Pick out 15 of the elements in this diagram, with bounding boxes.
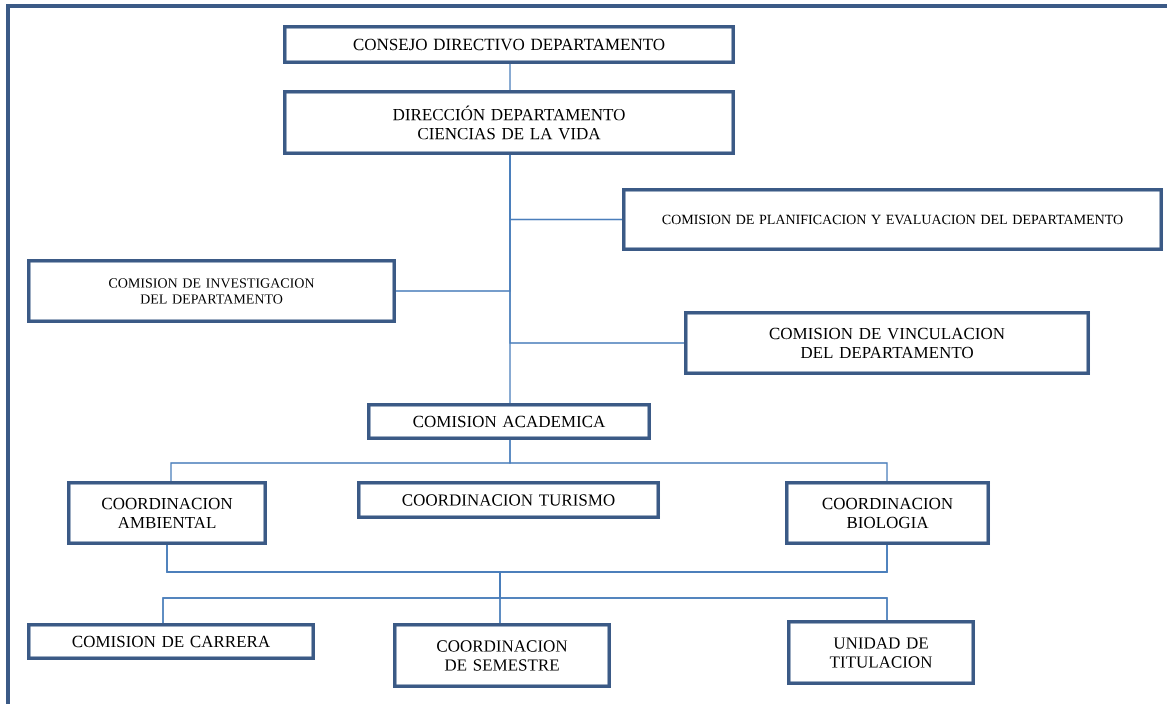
org-box: DIRECCIÓN DEPARTAMENTO CIENCIAS DE LA VIDA (283, 90, 735, 155)
org-box: CONSEJO DIRECTIVO DEPARTAMENTO (283, 25, 735, 64)
org-box: COORDINACION TURISMO (357, 481, 660, 519)
connector-line (509, 63, 511, 91)
org-box: COORDINACION BIOLOGIA (785, 481, 990, 545)
org-box: COMISION DE CARRERA (27, 623, 315, 660)
org-box: COMISION DE PLANIFICACION Y EVALUACION DEL DEPARTAMENTO (622, 188, 1163, 251)
org-box: COMISION ACADEMICA (367, 403, 651, 440)
org-box: UNIDAD DE TITULACION (787, 620, 975, 685)
connector-line (509, 154, 511, 404)
org-box: COMISION DE VINCULACION DEL DEPARTAMENTO (684, 311, 1090, 375)
org-box: COMISION DE INVESTIGACION DEL DEPARTAMENTO (27, 259, 396, 323)
connector-line (509, 439, 888, 482)
org-box: COORDINACION AMBIENTAL (67, 481, 267, 545)
org-box: COORDINACION DE SEMESTRE (393, 623, 611, 688)
